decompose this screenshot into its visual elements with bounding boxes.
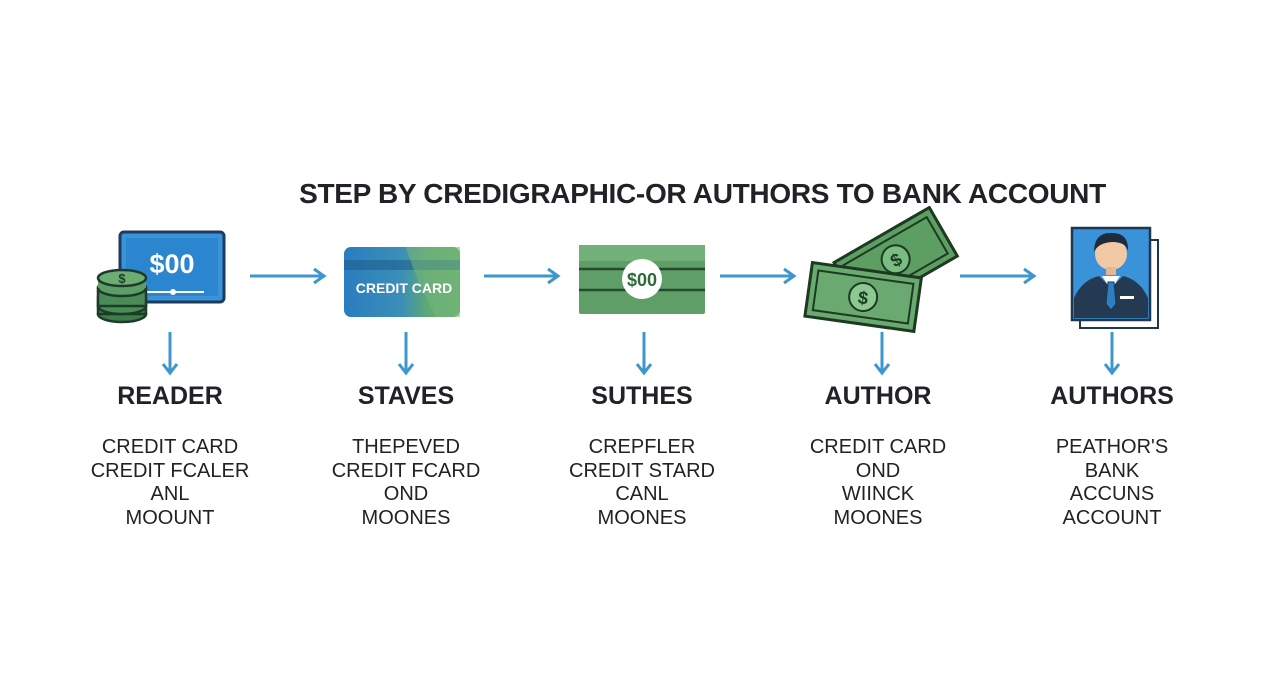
right-arrow-1 (250, 267, 327, 285)
step-title: STAVES (357, 382, 455, 410)
right-arrow-2 (484, 267, 561, 285)
down-arrow-4 (873, 332, 891, 376)
down-arrow-1 (161, 332, 179, 376)
down-arrow-2 (397, 332, 415, 376)
step-description: PEATHOR'S BANK ACCUNS ACCOUNT (1055, 436, 1169, 529)
coins-and-card-icon: $00 $ (60, 222, 280, 342)
note-amount: $00 (627, 270, 657, 290)
diagram-title: STEP BY CREDIGRAPHIC-OR AUTHORS TO BANK … (299, 178, 1106, 209)
down-arrow-3 (635, 332, 653, 376)
step-description: CREDIT CARD CREDIT FCALER ANL MOOUNT (90, 436, 250, 529)
down-arrow-5 (1103, 332, 1121, 376)
banknote-icon: $00 (532, 240, 752, 360)
banker-portrait-icon (1002, 218, 1222, 338)
step-description: CREDIT CARD OND WIINCK MOONES (809, 436, 947, 529)
step-title: SUTHES (591, 382, 693, 410)
svg-text:$: $ (118, 271, 126, 286)
right-arrow-4 (960, 267, 1037, 285)
right-arrow-3 (720, 267, 797, 285)
step-title: READER (117, 382, 223, 410)
bill-symbol: $ (857, 287, 870, 308)
step-description: THEPEVED CREDIT FCARD OND MOONES (331, 436, 481, 529)
step-title: AUTHORS (1050, 382, 1174, 410)
dollar-bills-icon: $ $ (768, 206, 988, 334)
step-description: CREPFLER CREDIT STARD CANL MOONES (569, 436, 715, 529)
card-label: CREDIT CARD (356, 280, 452, 296)
step-title: AUTHOR (824, 382, 932, 410)
card-amount: $00 (149, 249, 194, 279)
credit-card-icon: CREDIT CARD (296, 240, 516, 360)
